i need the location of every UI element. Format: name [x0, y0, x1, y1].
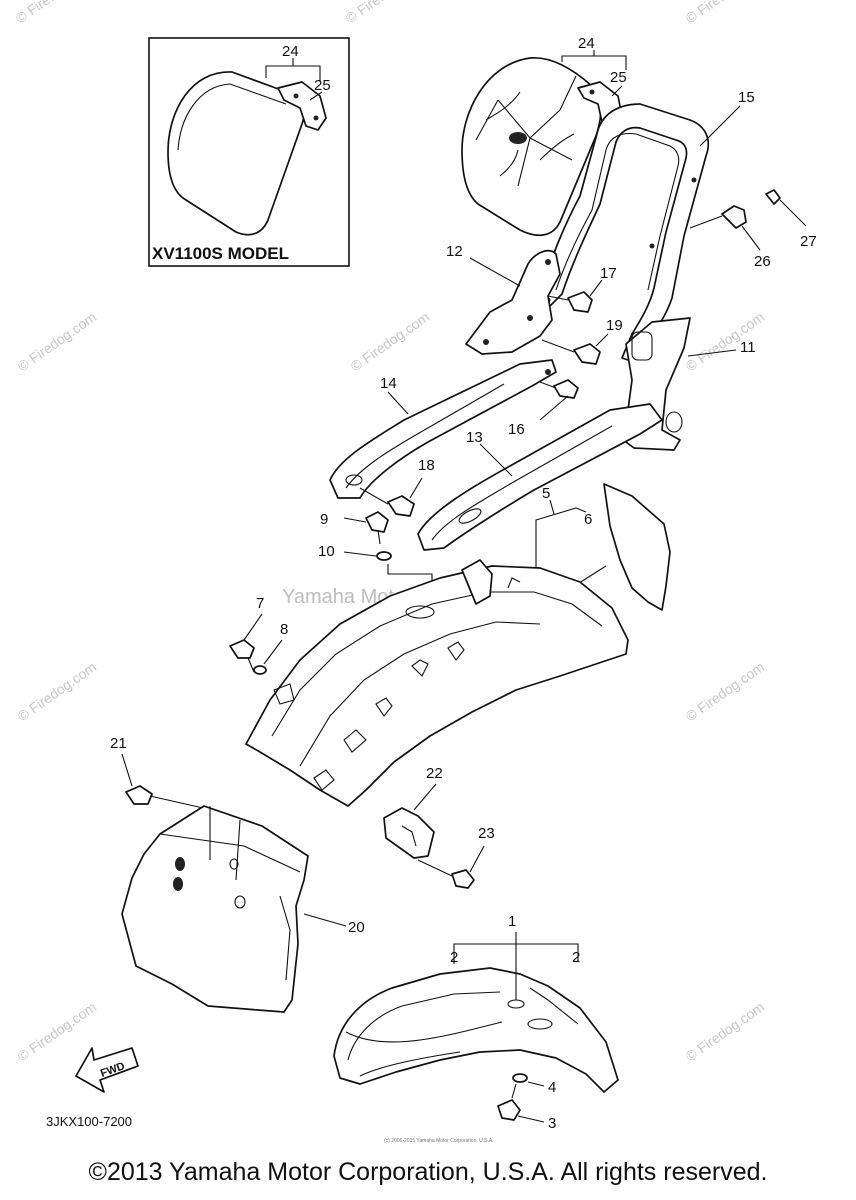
frame-15 — [539, 103, 710, 363]
washer-10: 10 — [318, 543, 433, 580]
bolt-16: 16 — [508, 379, 579, 438]
callout-27: 27 — [800, 233, 817, 250]
seat-cushion — [167, 71, 305, 236]
bolt-23: 23 — [417, 825, 495, 889]
bolt-21: 21 — [110, 735, 213, 811]
bolt-26: 26 — [689, 205, 771, 270]
callout-16: 16 — [508, 421, 525, 438]
watermark-firedog: © Firedog.com — [683, 0, 768, 26]
inner-fender-body — [121, 805, 309, 1013]
watermark-firedog: © Firedog.com — [13, 0, 98, 26]
watermark-firedog: © Firedog.com — [15, 999, 100, 1065]
fender-body — [333, 967, 619, 1093]
diagram-code: 3JKX100-7200 — [46, 1114, 132, 1129]
washer-4: 4 — [512, 1073, 556, 1096]
callout-17: 17 — [600, 265, 617, 282]
callout-25-inset: 25 — [314, 77, 331, 94]
fwd-arrow-icon: FWD — [75, 1047, 139, 1093]
bracket-12-body — [465, 249, 561, 355]
callout-23: 23 — [478, 825, 495, 842]
front-fender: 1 2 2 — [333, 913, 619, 1093]
inset-label: XV1100S MODEL — [152, 244, 289, 263]
bolt-9: 9 — [320, 511, 389, 545]
holder-22-body — [383, 807, 435, 859]
callout-25: 25 — [610, 69, 627, 86]
callout-1: 1 — [508, 913, 516, 930]
callout-12: 12 — [446, 243, 463, 260]
callout-10: 10 — [318, 543, 335, 560]
callout-7: 7 — [256, 595, 264, 612]
rail-13-body — [417, 403, 663, 551]
bolt-17: 17 — [547, 265, 617, 313]
callout-24-inset: 24 — [282, 43, 299, 60]
callout-6: 6 — [584, 511, 592, 528]
watermark-firedog: © Firedog.com — [348, 309, 433, 375]
callout-24: 24 — [578, 35, 595, 52]
bolt-7: 7 — [229, 595, 264, 673]
copyright-notice: ©2013 Yamaha Motor Corporation, U.S.A. A… — [88, 1158, 768, 1186]
callout-21: 21 — [110, 735, 127, 752]
inset-xv1100s: 24 25 XV1100S MODEL — [148, 37, 350, 267]
panel-6-body — [603, 483, 671, 611]
callout-19: 19 — [606, 317, 623, 334]
callout-5: 5 — [542, 485, 550, 502]
watermark-firedog: © Firedog.com — [15, 309, 100, 375]
fender-shell — [245, 565, 629, 807]
bolt-27: 27 — [765, 189, 817, 250]
rail-14-body — [329, 359, 557, 499]
backrest-frame: 15 — [539, 89, 755, 363]
callout-2-left: 2 — [450, 949, 458, 966]
inner-fender-20: 20 — [121, 805, 365, 1013]
rail-13: 13 — [417, 403, 663, 551]
holder-22: 22 — [383, 765, 443, 859]
watermark-firedog: © Firedog.com — [683, 659, 768, 725]
bracket-12: 12 — [446, 243, 561, 355]
callout-3: 3 — [548, 1115, 556, 1132]
callout-20: 20 — [348, 919, 365, 936]
callout-2-right: 2 — [572, 949, 580, 966]
rail-14: 14 — [329, 359, 557, 499]
bolt-19: 19 — [541, 317, 623, 365]
callout-8: 8 — [280, 621, 288, 638]
callout-14: 14 — [380, 375, 397, 392]
fender-mount — [461, 559, 493, 605]
washer-8: 8 — [253, 621, 288, 675]
watermark-firedog: © Firedog.com — [343, 0, 428, 26]
rear-fender — [245, 559, 629, 807]
tiny-watermark: (c) 2006-2015 Yamaha Motor Corporation, … — [384, 1138, 494, 1144]
callout-13: 13 — [466, 429, 483, 446]
callout-4: 4 — [548, 1079, 556, 1096]
bolt-3: 3 — [497, 1083, 556, 1132]
bolt-18: 18 — [359, 457, 435, 517]
callout-15: 15 — [738, 89, 755, 106]
watermark-firedog: © Firedog.com — [15, 659, 100, 725]
callout-22: 22 — [426, 765, 443, 782]
callout-11: 11 — [740, 339, 756, 356]
callout-9: 9 — [320, 511, 328, 528]
seat-assembly: 24 25 — [461, 35, 627, 237]
callout-18: 18 — [418, 457, 435, 474]
callout-26: 26 — [754, 253, 771, 270]
watermark-firedog: © Firedog.com — [683, 999, 768, 1065]
